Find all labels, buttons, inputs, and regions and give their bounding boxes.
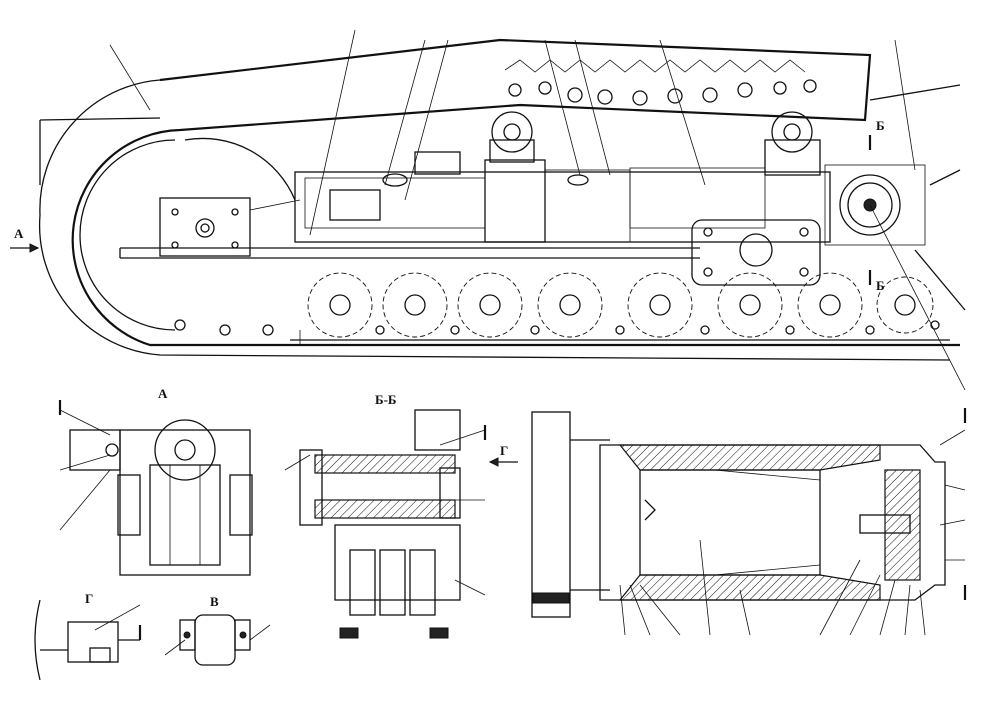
view-g-detail: Г (34, 591, 142, 681)
section-mark-b-top: Б (876, 118, 885, 133)
view-g-arrow-label: Г (500, 443, 508, 458)
view-v-title: В (210, 594, 219, 609)
drive-sprocket (824, 164, 926, 246)
view-v-detail: В (164, 594, 271, 666)
view-a-title: А (158, 386, 168, 401)
axle-flange (531, 411, 571, 618)
main-undercarriage-view: Б Б А (10, 29, 966, 391)
track-chain-outline (71, 38, 960, 347)
carrier-roller-right (764, 111, 821, 176)
section-bb-detail: Б-Б (284, 392, 487, 639)
track-rollers (307, 272, 934, 338)
view-a-detail: А (58, 386, 253, 576)
mounting-plate (691, 219, 821, 286)
view-g-title: Г (85, 591, 93, 606)
section-bb-title: Б-Б (375, 392, 397, 407)
carrier-roller-left (489, 111, 535, 163)
axle-section-detail: Г (488, 408, 967, 636)
tensioner-block (159, 197, 251, 257)
section-mark-b-bottom: Б (876, 278, 885, 293)
idler-wheel (184, 137, 296, 201)
leader-lines-axle (619, 429, 966, 636)
track-frame-main (294, 171, 831, 243)
upper-track-links (504, 59, 817, 106)
view-a-arrow-label: А (14, 226, 24, 241)
leader-lines-main (109, 29, 966, 391)
lower-track-shoes (174, 319, 950, 345)
